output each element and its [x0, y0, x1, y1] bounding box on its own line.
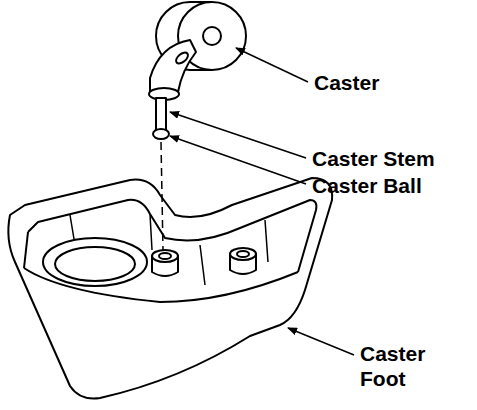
part-label: Caster Ball: [312, 173, 477, 198]
part-label: Caster Stem: [312, 146, 477, 171]
leader-line: [236, 48, 308, 82]
caster-foot-post-hole: [237, 251, 249, 257]
caster-foot-shell: [8, 178, 332, 399]
caster-axle: [174, 50, 190, 65]
part-label: Caster Foot: [360, 341, 455, 391]
caster-stem: [156, 98, 166, 130]
leader-line: [170, 112, 306, 158]
caster-hub: [203, 27, 221, 45]
caster-foot-ring: [43, 238, 147, 286]
caster-foot-post-hole: [159, 253, 171, 259]
caster-foot-edge: [24, 232, 28, 268]
part-label: Caster: [314, 70, 474, 95]
insertion-line: [161, 142, 163, 250]
caster-foot-post-top: [152, 250, 178, 262]
leader-line: [170, 136, 306, 184]
leader-line: [288, 328, 354, 355]
caster-foot-ring-inner: [55, 247, 135, 281]
caster-ball: [153, 129, 169, 139]
caster-foot-post-top: [230, 248, 256, 260]
caster-horn: [150, 40, 196, 96]
